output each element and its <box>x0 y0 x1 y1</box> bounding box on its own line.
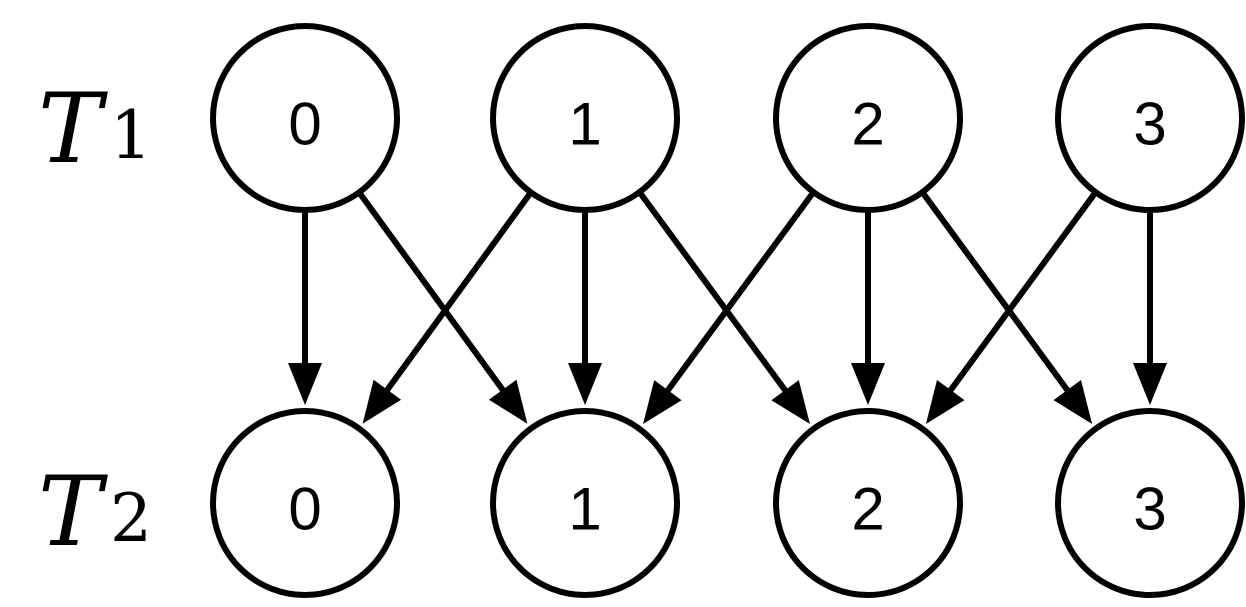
edge-line <box>921 192 1073 396</box>
t1-node-3-circle <box>1055 23 1245 213</box>
row-label-t1-main: T <box>38 73 108 185</box>
t1-node-2: 2 <box>773 23 963 213</box>
arrowhead-icon <box>643 380 682 425</box>
t2-node-3-circle <box>1055 408 1245 598</box>
edge-t1-1-to-t2-0 <box>362 192 533 424</box>
t1-node-2-circle <box>773 23 963 213</box>
t2-node-0-label: 0 <box>288 476 321 543</box>
edge-line <box>663 191 815 396</box>
edge-t1-0-to-t2-1 <box>357 192 528 424</box>
t2-node-2-circle <box>773 408 963 598</box>
edge-t1-1-to-t2-1 <box>568 212 602 405</box>
t1-node-1-circle <box>490 23 680 213</box>
t2-node-0: 0 <box>210 408 400 598</box>
t1-node-0-label: 0 <box>288 91 321 158</box>
edge-t1-2-to-t2-2 <box>851 212 885 405</box>
t1-node-1-label: 1 <box>568 91 601 158</box>
t1-node-0-circle <box>210 23 400 213</box>
arrowhead-icon <box>1133 363 1167 405</box>
svg-text:T1: T1 <box>38 73 152 185</box>
row-label-t2-sub: 2 <box>110 480 152 557</box>
row-label-t1-sub: 1 <box>110 97 152 174</box>
row-label-t2-main: T <box>38 456 108 568</box>
t2-node-0-circle <box>210 408 400 598</box>
arrowhead-icon <box>851 363 885 405</box>
t2-node-3-label: 3 <box>1133 476 1166 543</box>
arrowhead-icon <box>568 363 602 405</box>
t1-node-3: 3 <box>1055 23 1245 213</box>
arrowhead-icon <box>488 379 528 424</box>
arrowhead-icon <box>362 379 402 424</box>
edge-line <box>382 192 533 395</box>
t1-node-1: 1 <box>490 23 680 213</box>
arrowhead-icon <box>288 363 322 405</box>
edge-t1-0-to-t2-0 <box>288 212 322 405</box>
t2-node-1-circle <box>490 408 680 598</box>
t1-node-0: 0 <box>210 23 400 213</box>
edge-t1-2-to-t2-3 <box>921 192 1093 424</box>
edge-t1-3-to-t2-2 <box>925 192 1097 424</box>
edge-line <box>357 192 508 395</box>
arrowhead-icon <box>1053 380 1093 424</box>
arrowhead-icon <box>771 380 810 425</box>
edge-t1-1-to-t2-2 <box>638 191 810 425</box>
t1-node-2-label: 2 <box>851 91 884 158</box>
edge-line <box>638 191 790 396</box>
edges-layer <box>288 191 1167 425</box>
t2-node-1: 1 <box>490 408 680 598</box>
edge-t1-3-to-t2-3 <box>1133 212 1167 405</box>
edge-line <box>945 192 1097 396</box>
t2-node-2: 2 <box>773 408 963 598</box>
t2-node-2-label: 2 <box>851 476 884 543</box>
arrowhead-icon <box>925 380 965 424</box>
t2-node-1-label: 1 <box>568 476 601 543</box>
t2-node-3: 3 <box>1055 408 1245 598</box>
svg-text:T2: T2 <box>38 456 152 568</box>
t1-node-3-label: 3 <box>1133 91 1166 158</box>
edge-t1-2-to-t2-1 <box>643 191 815 425</box>
